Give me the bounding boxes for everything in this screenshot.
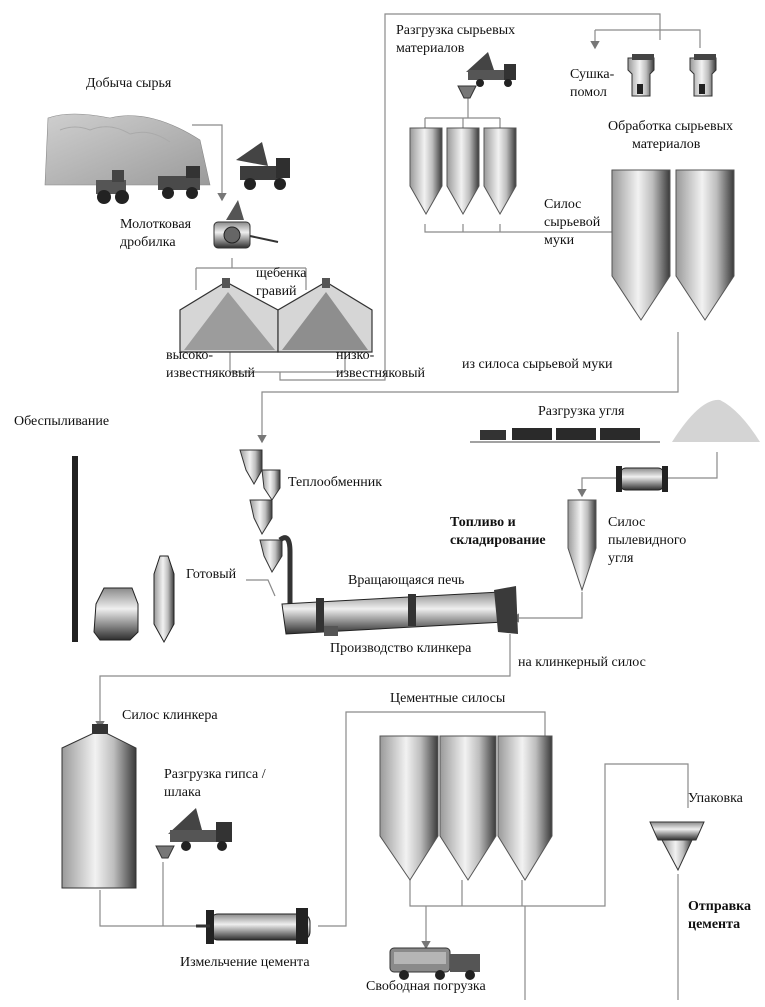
label-fuel-storage-2: складирование	[450, 533, 546, 548]
label-raw-processing-2: материалов	[632, 137, 701, 152]
label-raw-unload-2: материалов	[396, 41, 465, 56]
label-drying-1: Сушка-	[570, 67, 615, 82]
rotary-kiln	[281, 586, 518, 636]
raw-material-truck	[457, 52, 516, 99]
label-cement-silos: Цементные силосы	[390, 691, 506, 706]
label-bulk-loading: Свободная погрузка	[366, 979, 486, 994]
label-clinker-silo: Силос клинкера	[122, 708, 218, 723]
heat-exchanger-tower	[239, 449, 293, 604]
label-gypsum-unload-1: Разгрузка гипса /	[164, 767, 266, 782]
label-raw-processing-1: Обработка сырьевых	[608, 119, 734, 134]
gypsum-truck	[155, 808, 232, 859]
label-raw-unload-1: Разгрузка сырьевых	[396, 23, 516, 38]
label-drying-2: помол	[570, 85, 607, 100]
cement-mill	[196, 908, 311, 944]
label-fuel-storage-1: Топливо и	[450, 515, 516, 530]
hammer-crusher-illustration	[213, 200, 279, 249]
drying-mills	[627, 54, 717, 97]
label-cement-grinding: Измельчение цемента	[180, 955, 310, 970]
label-coal-silo-3: угля	[608, 551, 634, 566]
label-raw-meal-silo-1: Силос	[544, 197, 582, 212]
label-ready: Готовый	[186, 567, 237, 582]
label-crushed-stone: щебенка	[256, 266, 307, 281]
coal-silo	[567, 499, 597, 592]
label-from-raw-meal-silo: из силоса сырьевой муки	[462, 357, 613, 372]
label-heat-exchanger: Теплообменник	[288, 475, 383, 490]
label-cement-shipping-2: цемента	[688, 917, 741, 932]
label-low-lime-1: низко-	[336, 348, 375, 363]
raw-meal-silos	[611, 169, 735, 321]
quarry-illustration	[44, 113, 290, 204]
label-packing: Упаковка	[688, 791, 743, 806]
label-high-lime-1: высоко-	[166, 348, 213, 363]
label-hammer-crusher-1: Молотковая	[120, 217, 192, 232]
coal-mill	[616, 466, 668, 492]
label-gravel: гравий	[256, 284, 297, 299]
storage-piles	[179, 278, 373, 353]
clinker-silo	[61, 724, 137, 889]
label-coal-silo-2: пылевидного	[608, 533, 687, 548]
label-raw-meal-silo-3: муки	[544, 233, 575, 248]
cement-silos	[379, 735, 553, 881]
label-hammer-crusher-2: дробилка	[120, 235, 176, 250]
label-extraction: Добыча сырья	[86, 76, 172, 91]
label-rotary-kiln: Вращающаяся печь	[348, 573, 465, 588]
label-clinker-production: Производство клинкера	[330, 641, 472, 656]
label-to-clinker-silo: на клинкерный силос	[518, 655, 646, 670]
dedusting-equipment	[72, 456, 175, 644]
label-high-lime-2: известняковый	[166, 366, 255, 381]
label-gypsum-unload-2: шлака	[164, 785, 201, 800]
label-dedusting: Обеспыливание	[14, 414, 110, 429]
raw-material-silos	[409, 127, 517, 216]
coal-train	[470, 399, 760, 443]
label-coal-unload: Разгрузка угля	[538, 404, 625, 419]
label-raw-meal-silo-2: сырьевой	[544, 215, 601, 230]
label-low-lime-2: известняковый	[336, 366, 425, 381]
label-cement-shipping-1: Отправка	[688, 899, 752, 914]
bulk-cement-truck	[389, 947, 480, 980]
label-coal-silo-1: Силос	[608, 515, 646, 530]
packing-machine	[649, 821, 705, 872]
